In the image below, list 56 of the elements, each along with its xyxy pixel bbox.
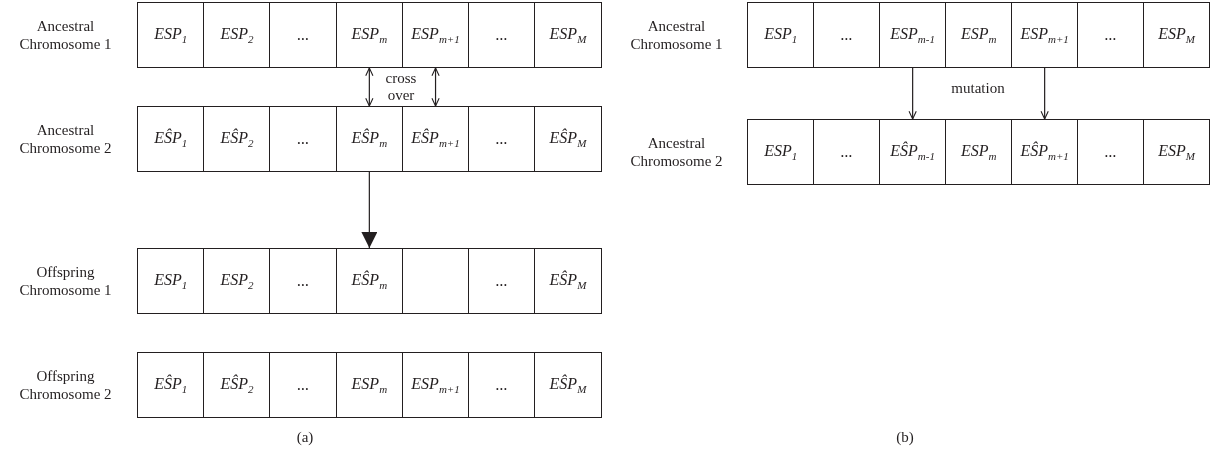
gene-cell: ESP$_{2}$ <box>203 2 271 68</box>
gene-cell: ESP$_{M}$ <box>1143 2 1211 68</box>
gene-cell: ESP$_{m}$ <box>945 2 1013 68</box>
gene-cell: ESP$_{m}$ <box>335 2 404 68</box>
row-label: Ancestral Chromosome 2 <box>629 134 724 171</box>
gene-cell: ESP$_{M}$ <box>1143 119 1211 185</box>
gene-cell: EŜP$_{M}$ <box>534 248 602 314</box>
gene-cell: EŜP$_{M}$ <box>534 352 602 418</box>
gene-cell: ESP$_{1}$ <box>747 119 815 185</box>
gene-cell: EŜP$_{2}$ <box>203 352 271 418</box>
gene-cell: ESP$_{1}$ <box>747 2 815 68</box>
row-label: Offspring Chromosome 2 <box>18 367 113 404</box>
gene-cell: ... <box>1077 2 1145 68</box>
gene-cell: ESP$_{M}$ <box>534 2 602 68</box>
crossover-label: cross over <box>384 70 418 104</box>
gene-cell: ESP$_{m}$ <box>335 352 404 418</box>
gene-cell: EŜP$_{m}$ <box>335 106 404 172</box>
gene-cell: ESP$_{m+1}$ <box>1011 2 1079 68</box>
row-label: Ancestral Chromosome 1 <box>18 17 113 54</box>
gene-cell: ... <box>813 2 881 68</box>
gene-cell: EŜP$_{m+1}$ <box>1011 119 1079 185</box>
gene-cell: ... <box>468 352 536 418</box>
gene-cell: EŜP$_{M}$ <box>534 106 602 172</box>
arrow <box>361 171 378 249</box>
gene-cell: EŜP$_{m-1}$ <box>879 119 947 185</box>
row-label: Ancestral Chromosome 1 <box>629 17 724 54</box>
mutation-label: mutation <box>950 80 1006 97</box>
gene-cell: ... <box>269 248 337 314</box>
gene-cell: ... <box>468 248 536 314</box>
arrow <box>431 67 440 107</box>
gene-cell: ... <box>269 106 337 172</box>
panel-label: (b) <box>895 429 915 446</box>
arrow <box>1040 67 1049 120</box>
gene-cell: ESP$_{m+1}$ <box>401 352 470 418</box>
gene-cell: ESP$_{1}$ <box>137 248 205 314</box>
gene-cell: ... <box>468 2 536 68</box>
gene-cell: EŜP$_{1}$ <box>137 352 205 418</box>
gene-cell: EŜP$_{m}$ <box>335 248 404 314</box>
gene-cell: ... <box>269 2 337 68</box>
gene-cell: ESP$_{2}$ <box>203 248 271 314</box>
gene-cell: ... <box>1077 119 1145 185</box>
gene-cell: ESP$_{1}$ <box>137 2 205 68</box>
gene-cell: ESP$_{m}$ <box>945 119 1013 185</box>
gene-cell: ESP$_{m-1}$ <box>879 2 947 68</box>
gene-cell: EŜP$_{m+1}$ <box>401 106 470 172</box>
panel-label: (a) <box>295 429 315 446</box>
row-label: Offspring Chromosome 1 <box>18 263 113 300</box>
gene-cell: EŜP$_{2}$ <box>203 106 271 172</box>
gene-cell: ... <box>269 352 337 418</box>
arrow <box>365 67 374 107</box>
arrow <box>908 67 917 120</box>
gene-cell: ... <box>813 119 881 185</box>
gene-cell: EŜP$_{1}$ <box>137 106 205 172</box>
gene-cell: ESP$_{m+1}$ <box>401 2 470 68</box>
gene-cell: ... <box>468 106 536 172</box>
row-label: Ancestral Chromosome 2 <box>18 121 113 158</box>
